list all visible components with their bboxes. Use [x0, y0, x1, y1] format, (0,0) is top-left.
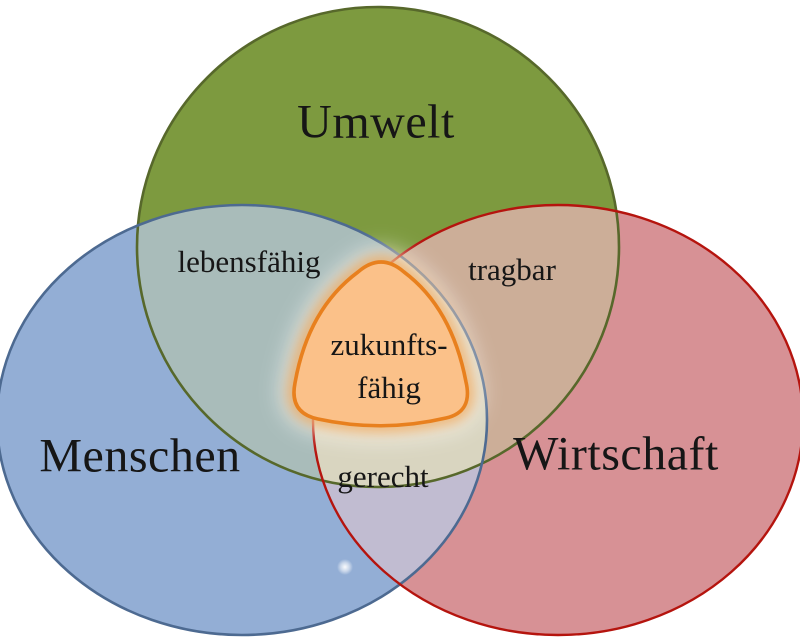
center-label-line1: zukunfts-: [330, 327, 448, 362]
menschen-circle-outline: [0, 203, 489, 637]
sparkle-highlight: [337, 559, 353, 575]
center-label-zukunftsfaehig: zukunfts- fähig: [330, 323, 447, 409]
intersection-label-tragbar: tragbar: [468, 251, 556, 287]
set-label-menschen: Menschen: [39, 429, 241, 483]
set-label-umwelt: Umwelt: [297, 95, 455, 149]
center-zone: [279, 247, 483, 441]
intersection-label-lebensfaehig: lebensfähig: [177, 243, 321, 279]
umwelt-circle-outline: [135, 5, 621, 489]
center-label-line2: fähig: [357, 370, 421, 405]
intersection-label-gerecht: gerecht: [337, 458, 429, 494]
center-shape: [292, 260, 470, 428]
set-label-wirtschaft: Wirtschaft: [513, 427, 719, 481]
